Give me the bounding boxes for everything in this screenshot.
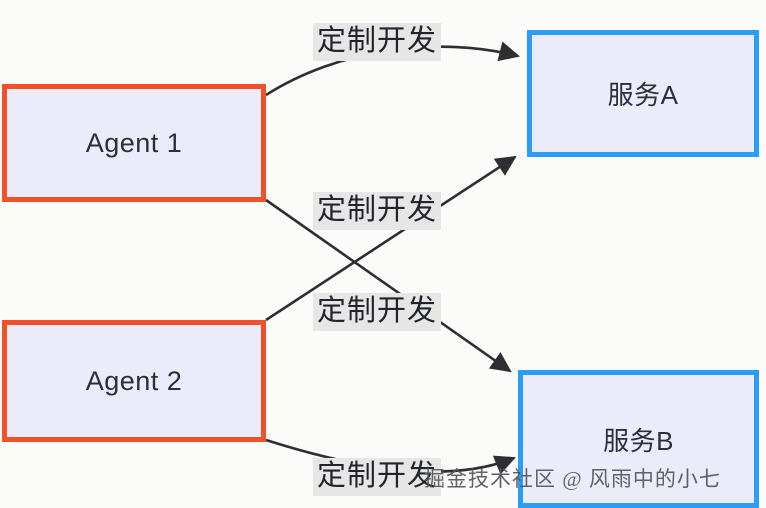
node-agent-1-label: Agent 1 (85, 127, 183, 158)
node-service-b[interactable]: 服务B (518, 370, 759, 508)
edge-label-agent2-serviceA: 定制开发 (313, 192, 442, 231)
node-agent-1[interactable]: Agent 1 (2, 84, 266, 202)
edge-label-agent2-serviceB: 定制开发 (313, 458, 442, 497)
node-agent-2-label: Agent 2 (85, 365, 183, 396)
edge-label-agent1-serviceB: 定制开发 (313, 293, 442, 332)
watermark-text: 掘金技术社区 @ 风雨中的小七 (424, 467, 721, 491)
node-service-a-label: 服务A (607, 80, 679, 110)
edge-label-agent1-serviceA: 定制开发 (313, 23, 442, 62)
node-service-a[interactable]: 服务A (527, 30, 759, 157)
node-agent-2[interactable]: Agent 2 (2, 320, 266, 442)
node-service-b-label: 服务B (603, 425, 674, 456)
